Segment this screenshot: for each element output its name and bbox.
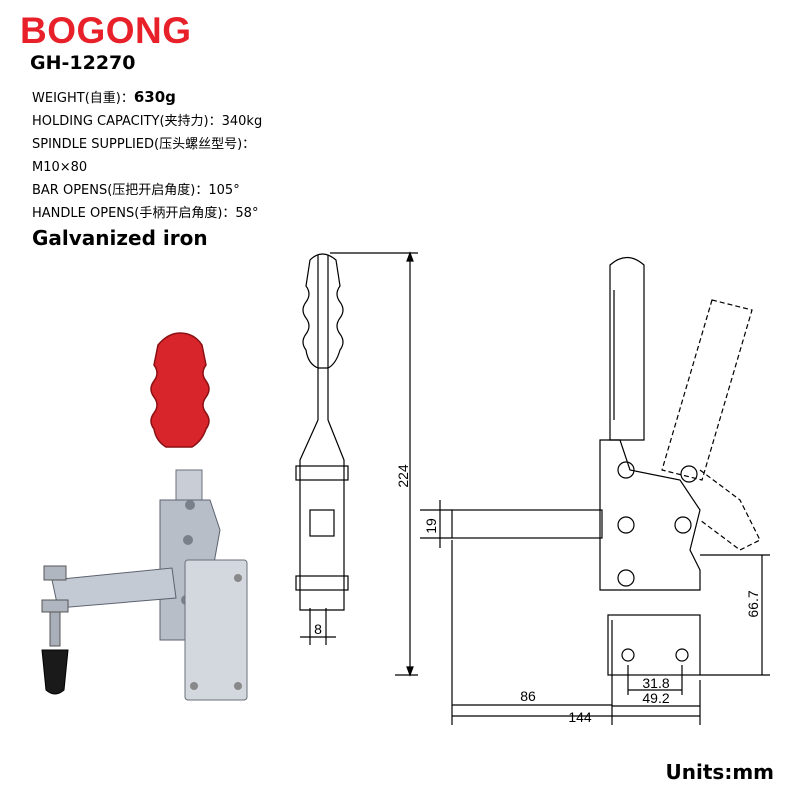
spec-bar-value: 105° [208, 183, 240, 198]
spec-holding-capacity: HOLDING CAPACITY(夹持力)：340kg [32, 110, 262, 133]
material-label: Galvanized iron [32, 226, 208, 250]
front-view-drawing [420, 256, 770, 725]
dim-base-height: 66.7 [745, 590, 761, 617]
spec-holding-label: HOLDING CAPACITY(夹持力)： [32, 114, 222, 129]
spec-handle-value: 58° [235, 206, 259, 221]
dim-bar-thickness: 19 [423, 518, 439, 534]
brand-logo: BOGONG [20, 10, 192, 51]
spec-spindle-label: SPINDLE SUPPLIED(压头螺丝型号)： [32, 137, 256, 152]
units-label: Units:mm [665, 760, 774, 784]
red-handle-grip [150, 332, 210, 448]
spec-spindle: SPINDLE SUPPLIED(压头螺丝型号)： [32, 133, 262, 156]
model-number: GH-12270 [30, 52, 136, 74]
clamp-photo [41, 332, 248, 701]
spec-bar-opens: BAR OPENS(压把开启角度)：105° [32, 179, 262, 202]
spec-spindle-value: M10×80 [32, 160, 88, 175]
dim-bar-reach: 86 [520, 688, 536, 704]
spec-handle-label: HANDLE OPENS(手柄开启角度)： [32, 206, 236, 221]
spec-handle-opens: HANDLE OPENS(手柄开启角度)：58° [32, 202, 262, 225]
side-view-drawing [295, 251, 418, 677]
rubber-tip [41, 649, 69, 695]
spec-weight-label: WEIGHT(自重)： [32, 91, 134, 106]
spec-weight: WEIGHT(自重)：630g [32, 86, 262, 110]
spec-bar-label: BAR OPENS(压把开启角度)： [32, 183, 209, 198]
dim-hole-spacing-a: 31.8 [642, 675, 669, 691]
dim-overall-length: 144 [568, 709, 592, 725]
dim-width: 8 [314, 621, 322, 637]
spec-spindle-value-row: M10×80 [32, 156, 262, 179]
dim-hole-spacing-b: 49.2 [642, 690, 669, 706]
spec-weight-value: 630g [133, 88, 176, 106]
spec-holding-value: 340kg [221, 114, 263, 129]
spec-list: WEIGHT(自重)：630g HOLDING CAPACITY(夹持力)：34… [32, 86, 262, 225]
dim-overall-height: 224 [395, 464, 411, 488]
